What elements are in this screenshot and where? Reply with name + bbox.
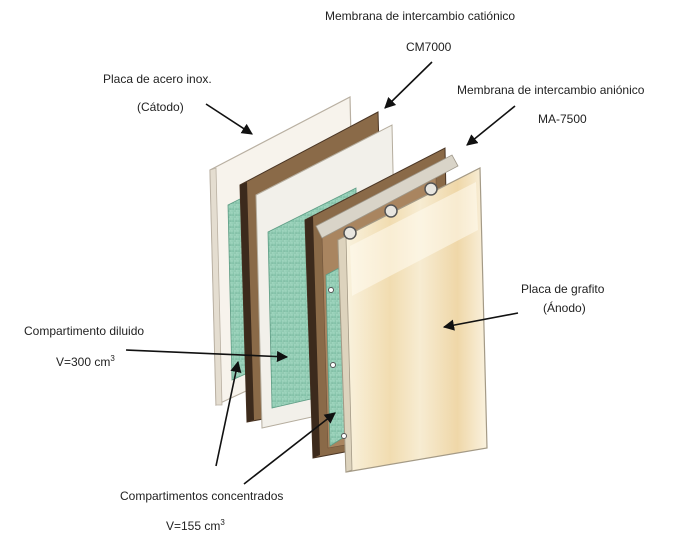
arrow-diluted-compartment [125,349,289,363]
bolt-2 [384,204,398,218]
arrow-graphite-plate [442,312,519,331]
label-anion-membrane: Membrana de intercambio aniónico [457,83,645,97]
label-anode: (Ánodo) [543,301,586,315]
arrow-concentrated-left [215,360,242,467]
side-hole-3 [341,433,347,439]
diluted-volume-text: V=300 cm [56,355,111,369]
bolt-1 [343,226,357,240]
concentrated-volume-exponent: 3 [220,518,225,527]
arrow-anion-membrane [466,105,516,146]
label-concentrated-volume: V=155 cm3 [166,518,225,533]
label-cathode: (Cátodo) [137,100,184,114]
side-hole-2 [330,362,336,368]
label-steel-plate: Placa de acero inox. [103,72,212,86]
arrow-concentrated-right [243,412,336,485]
side-hole-1 [328,287,334,293]
label-cation-membrane: Membrana de intercambio catiónico [325,9,516,23]
label-diluted-compartment: Compartimento diluido [24,324,145,338]
arrow-cation-membrane [384,61,433,109]
annotation-arrows [125,61,519,485]
label-cation-membrane-code: CM7000 [406,40,452,54]
bolt-holes [328,182,438,439]
concentrated-volume-text: V=155 cm [166,519,221,533]
label-graphite-plate: Placa de grafito [521,282,605,296]
label-diluted-volume: V=300 cm3 [56,354,115,369]
label-anion-membrane-code: MA-7500 [538,112,587,126]
bolt-3 [424,182,438,196]
diluted-volume-exponent: 3 [110,354,115,363]
graphite-plate-anode [337,167,488,473]
label-concentrated-compartments: Compartimentos concentrados [120,489,284,503]
arrow-steel-plate [205,103,253,135]
